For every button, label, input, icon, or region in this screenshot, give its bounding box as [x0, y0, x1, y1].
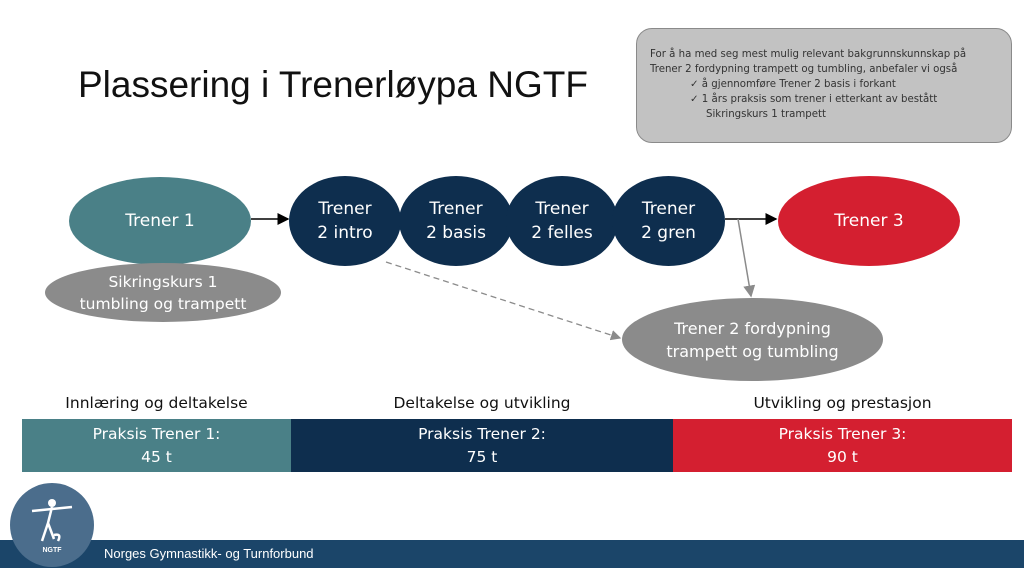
recommendation-note: For å ha med seg mest mulig relevant bak…	[636, 28, 1012, 143]
node-trener-3: Trener 3	[778, 176, 960, 266]
practice-bar-trener-1: Praksis Trener 1:45 t	[22, 419, 291, 472]
practice-bar-trener-2: Praksis Trener 2:75 t	[291, 419, 673, 472]
phase-label: Innlæring og deltakelse	[65, 394, 248, 412]
node-trener-1: Trener 1	[69, 177, 251, 265]
note-item-cont: Sikringskurs 1 trampett	[706, 109, 827, 120]
practice-bar-trener-3: Praksis Trener 3:90 t	[673, 419, 1012, 472]
check-icon: ✓	[690, 79, 699, 90]
footer: Norges Gymnastikk- og Turnforbund	[0, 540, 1024, 568]
arrow-gren-fordypning	[737, 218, 756, 298]
check-icon: ✓	[690, 94, 699, 105]
ngtf-logo: NGTF	[10, 483, 94, 567]
note-item: ✓ 1 års praksis som trener i etterkant a…	[690, 94, 938, 105]
note-intro: For å ha med seg mest mulig relevant bak…	[650, 49, 967, 75]
gymnast-icon	[31, 499, 73, 542]
note-item: ✓ å gjennomføre Trener 2 basis i forkant	[690, 79, 896, 90]
phase-label: Utvikling og prestasjon	[753, 394, 932, 412]
dashed-arrow-intro-fordypning	[385, 261, 622, 341]
phase-label: Deltakelse og utvikling	[393, 394, 571, 412]
slide-title: Plassering i Trenerløypa NGTF	[78, 64, 588, 105]
org-name: Norges Gymnastikk- og Turnforbund	[104, 546, 314, 561]
